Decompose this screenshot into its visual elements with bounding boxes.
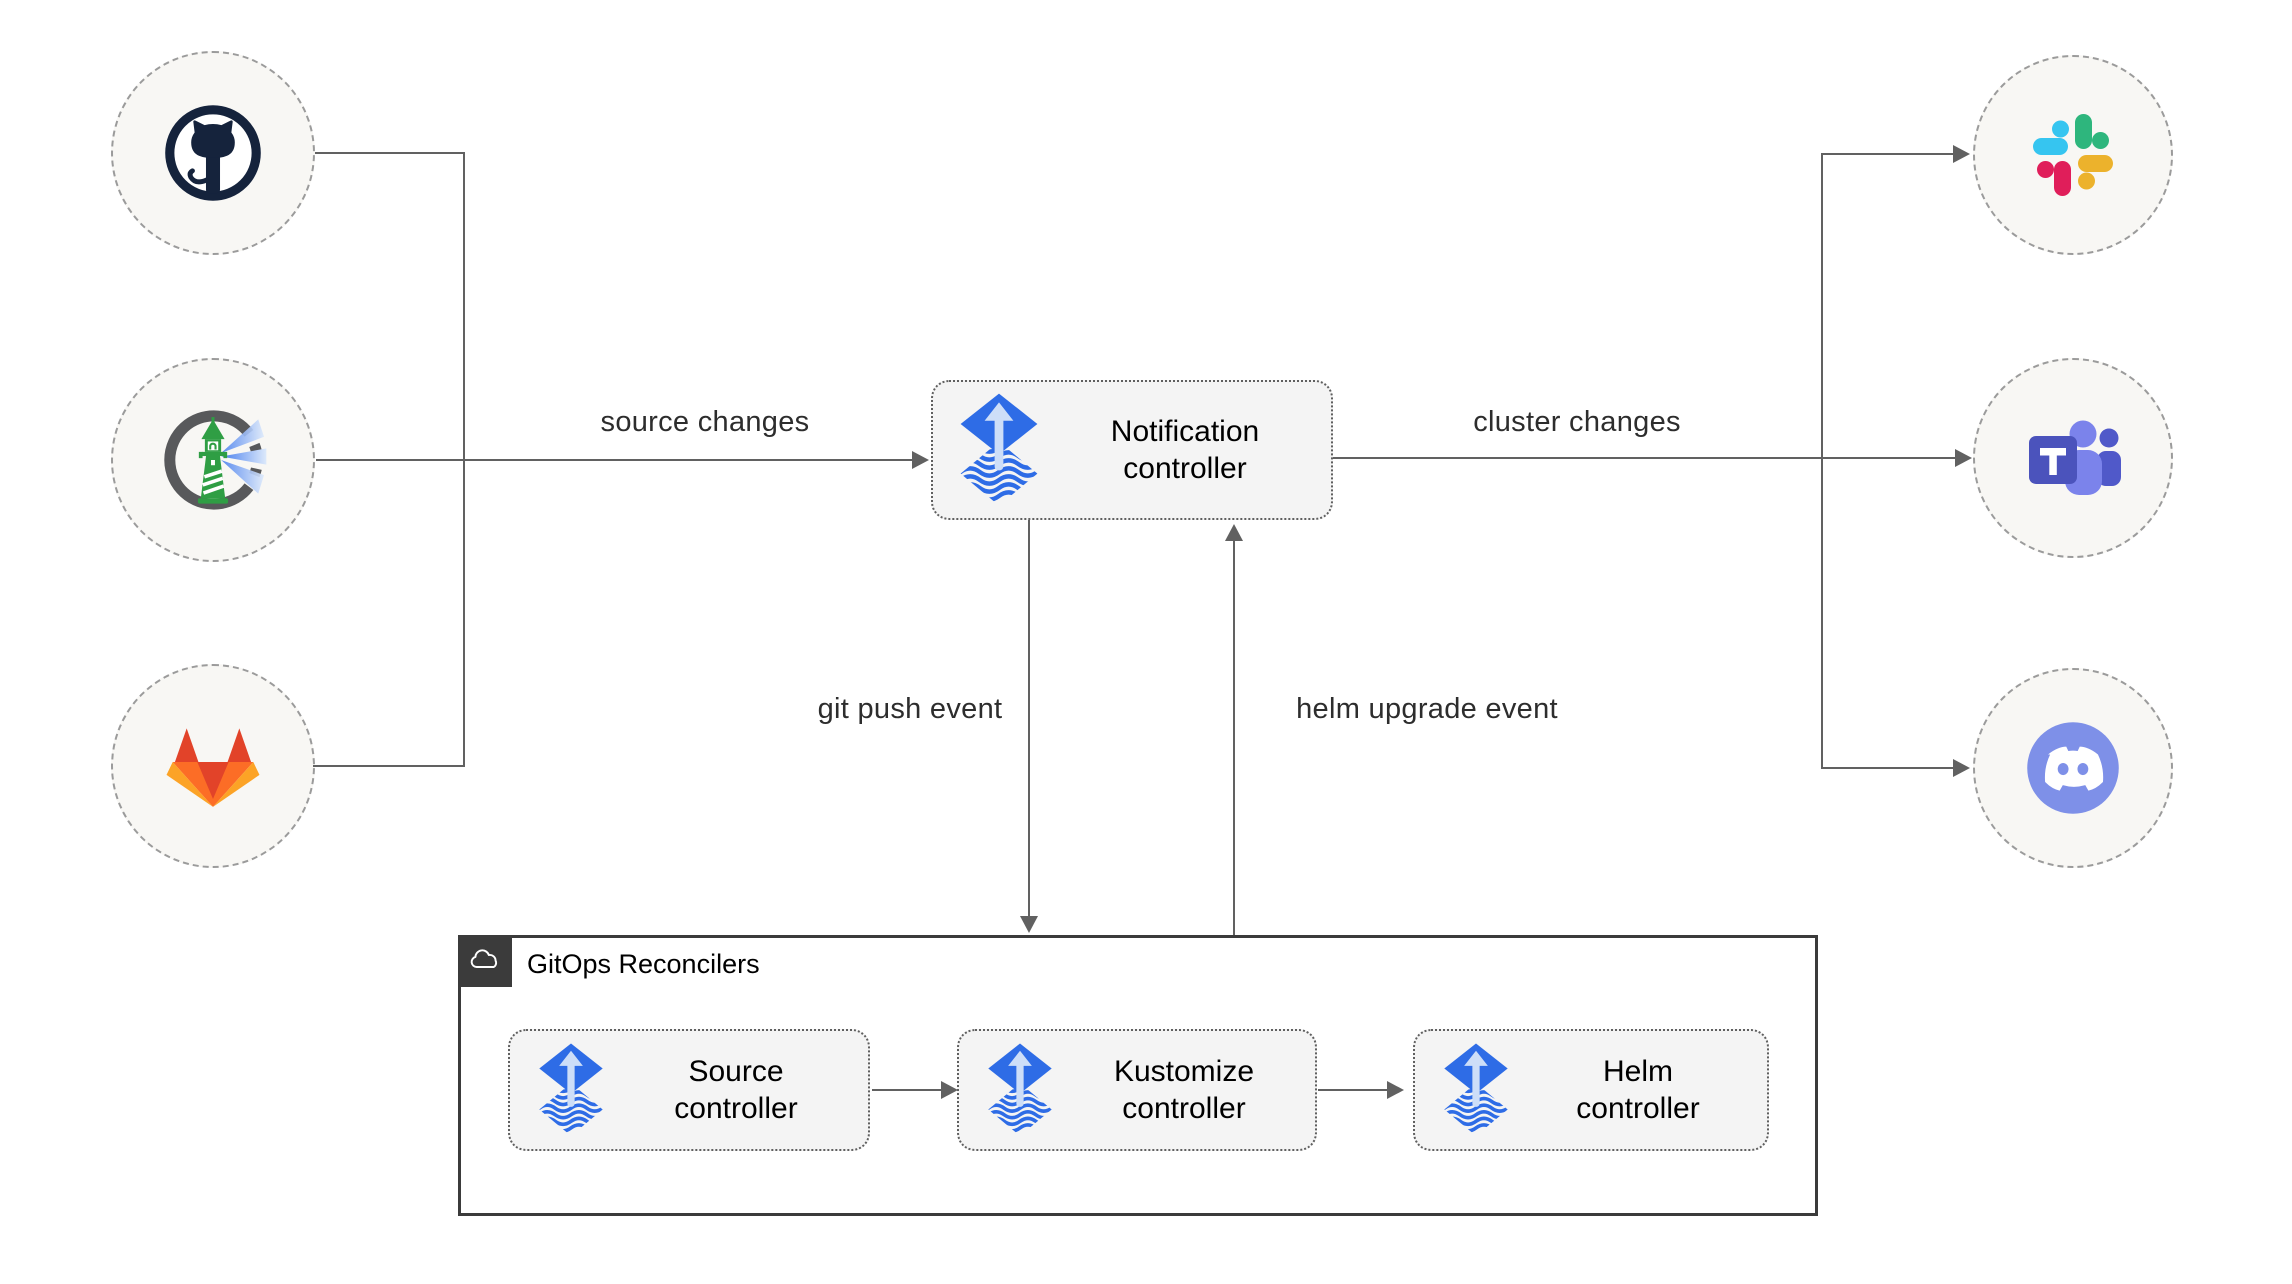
edge-source-kustomize-line [872, 1089, 944, 1091]
node-notification-controller: Notification controller [931, 380, 1333, 520]
connector-right-junction-line [1821, 154, 1823, 768]
node-slack [1973, 55, 2173, 255]
microsoft-teams-icon [2018, 408, 2128, 508]
edge-label-source-changes: source changes [600, 406, 810, 438]
flux-icon [538, 1042, 604, 1138]
node-kustomize-controller: Kustomize controller [957, 1029, 1317, 1151]
edge-slack-arrowhead [1953, 145, 1970, 163]
edge-cluster-changes-line [1333, 457, 1957, 459]
notification-controller-label: Notification controller [1110, 415, 1260, 485]
node-source-controller: Source controller [508, 1029, 870, 1151]
node-github [111, 51, 315, 255]
helm-controller-label: Helm controller [1576, 1055, 1700, 1125]
node-harbor [111, 358, 315, 562]
edge-kustomize-helm-line [1318, 1089, 1390, 1091]
edge-label-cluster-changes: cluster changes [1473, 406, 1681, 438]
slack-icon [2023, 105, 2123, 205]
flux-icon [1443, 1042, 1509, 1138]
harbor-icon [155, 402, 271, 518]
connector-slack-line [1821, 153, 1954, 155]
edge-helm-upgrade-line [1233, 540, 1235, 935]
connector-github-line [315, 152, 464, 154]
edge-source-changes-arrowhead [912, 451, 929, 469]
gitops-group-title: GitOps Reconcilers [527, 949, 760, 979]
edge-git-push-line [1028, 520, 1030, 920]
edge-label-git-push-event: git push event [817, 693, 1003, 725]
flux-icon [987, 1042, 1053, 1138]
github-icon [159, 99, 267, 207]
edge-discord-arrowhead [1953, 759, 1970, 777]
node-microsoft-teams [1973, 358, 2173, 558]
edge-teams-arrowhead [1955, 449, 1972, 467]
edge-helm-upgrade-arrowhead [1225, 524, 1243, 541]
edge-git-push-arrowhead [1020, 916, 1038, 933]
connector-discord-line [1821, 767, 1954, 769]
gitops-group-tab [458, 935, 512, 987]
kustomize-controller-label: Kustomize controller [1113, 1055, 1255, 1125]
edge-source-changes-line [316, 459, 914, 461]
cloud-icon [467, 943, 503, 979]
node-discord [1973, 668, 2173, 868]
connector-gitlab-line [313, 765, 464, 767]
discord-icon [2021, 716, 2125, 820]
node-gitlab [111, 664, 315, 868]
flux-icon [959, 392, 1039, 508]
node-helm-controller: Helm controller [1413, 1029, 1769, 1151]
edge-source-kustomize-arrowhead [941, 1081, 958, 1099]
source-controller-label: Source controller [674, 1055, 798, 1125]
edge-kustomize-helm-arrowhead [1387, 1081, 1404, 1099]
edge-label-helm-upgrade-event: helm upgrade event [1296, 693, 1558, 725]
gitlab-icon [157, 717, 269, 816]
